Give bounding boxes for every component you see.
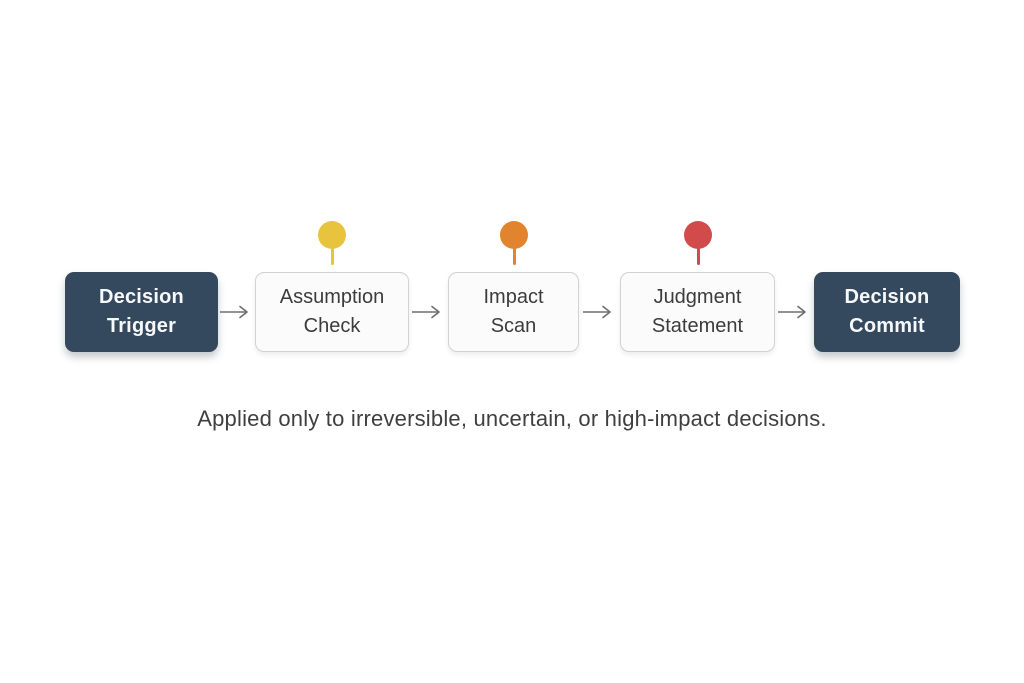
stage-label-impact-scan: Impact Scan: [483, 286, 544, 337]
flow-arrow-icon: [583, 305, 611, 319]
diagram-caption: Applied only to irreversible, uncertain,…: [197, 406, 827, 431]
stage-impact-scan: Impact Scan: [448, 272, 579, 352]
flow-arrow-icon: [220, 305, 248, 319]
red-pin-stem: [696, 248, 700, 265]
orange-pin-head: [500, 221, 528, 249]
flow-arrow-icon: [778, 305, 806, 319]
stage-decision-trigger: Decision Trigger: [65, 272, 218, 352]
stage-label-decision-commit: Decision Commit: [844, 286, 930, 337]
orange-pin-icon: [500, 221, 528, 266]
yellow-pin-stem: [330, 248, 334, 265]
orange-pin-stem: [512, 248, 516, 265]
stage-judgment-statement: Judgment Statement: [620, 272, 775, 352]
stage-decision-commit: Decision Commit: [814, 272, 960, 352]
flow-arrow-icon: [412, 305, 440, 319]
red-pin-icon: [684, 221, 712, 266]
stage-label-assumption-check: Assumption Check: [279, 286, 385, 337]
yellow-pin-icon: [318, 221, 346, 266]
yellow-pin-head: [318, 221, 346, 249]
stage-label-decision-trigger: Decision Trigger: [99, 286, 184, 337]
stage-label-judgment-statement: Judgment Statement: [651, 286, 744, 337]
red-pin-head: [684, 221, 712, 249]
stage-assumption-check: Assumption Check: [255, 272, 409, 352]
